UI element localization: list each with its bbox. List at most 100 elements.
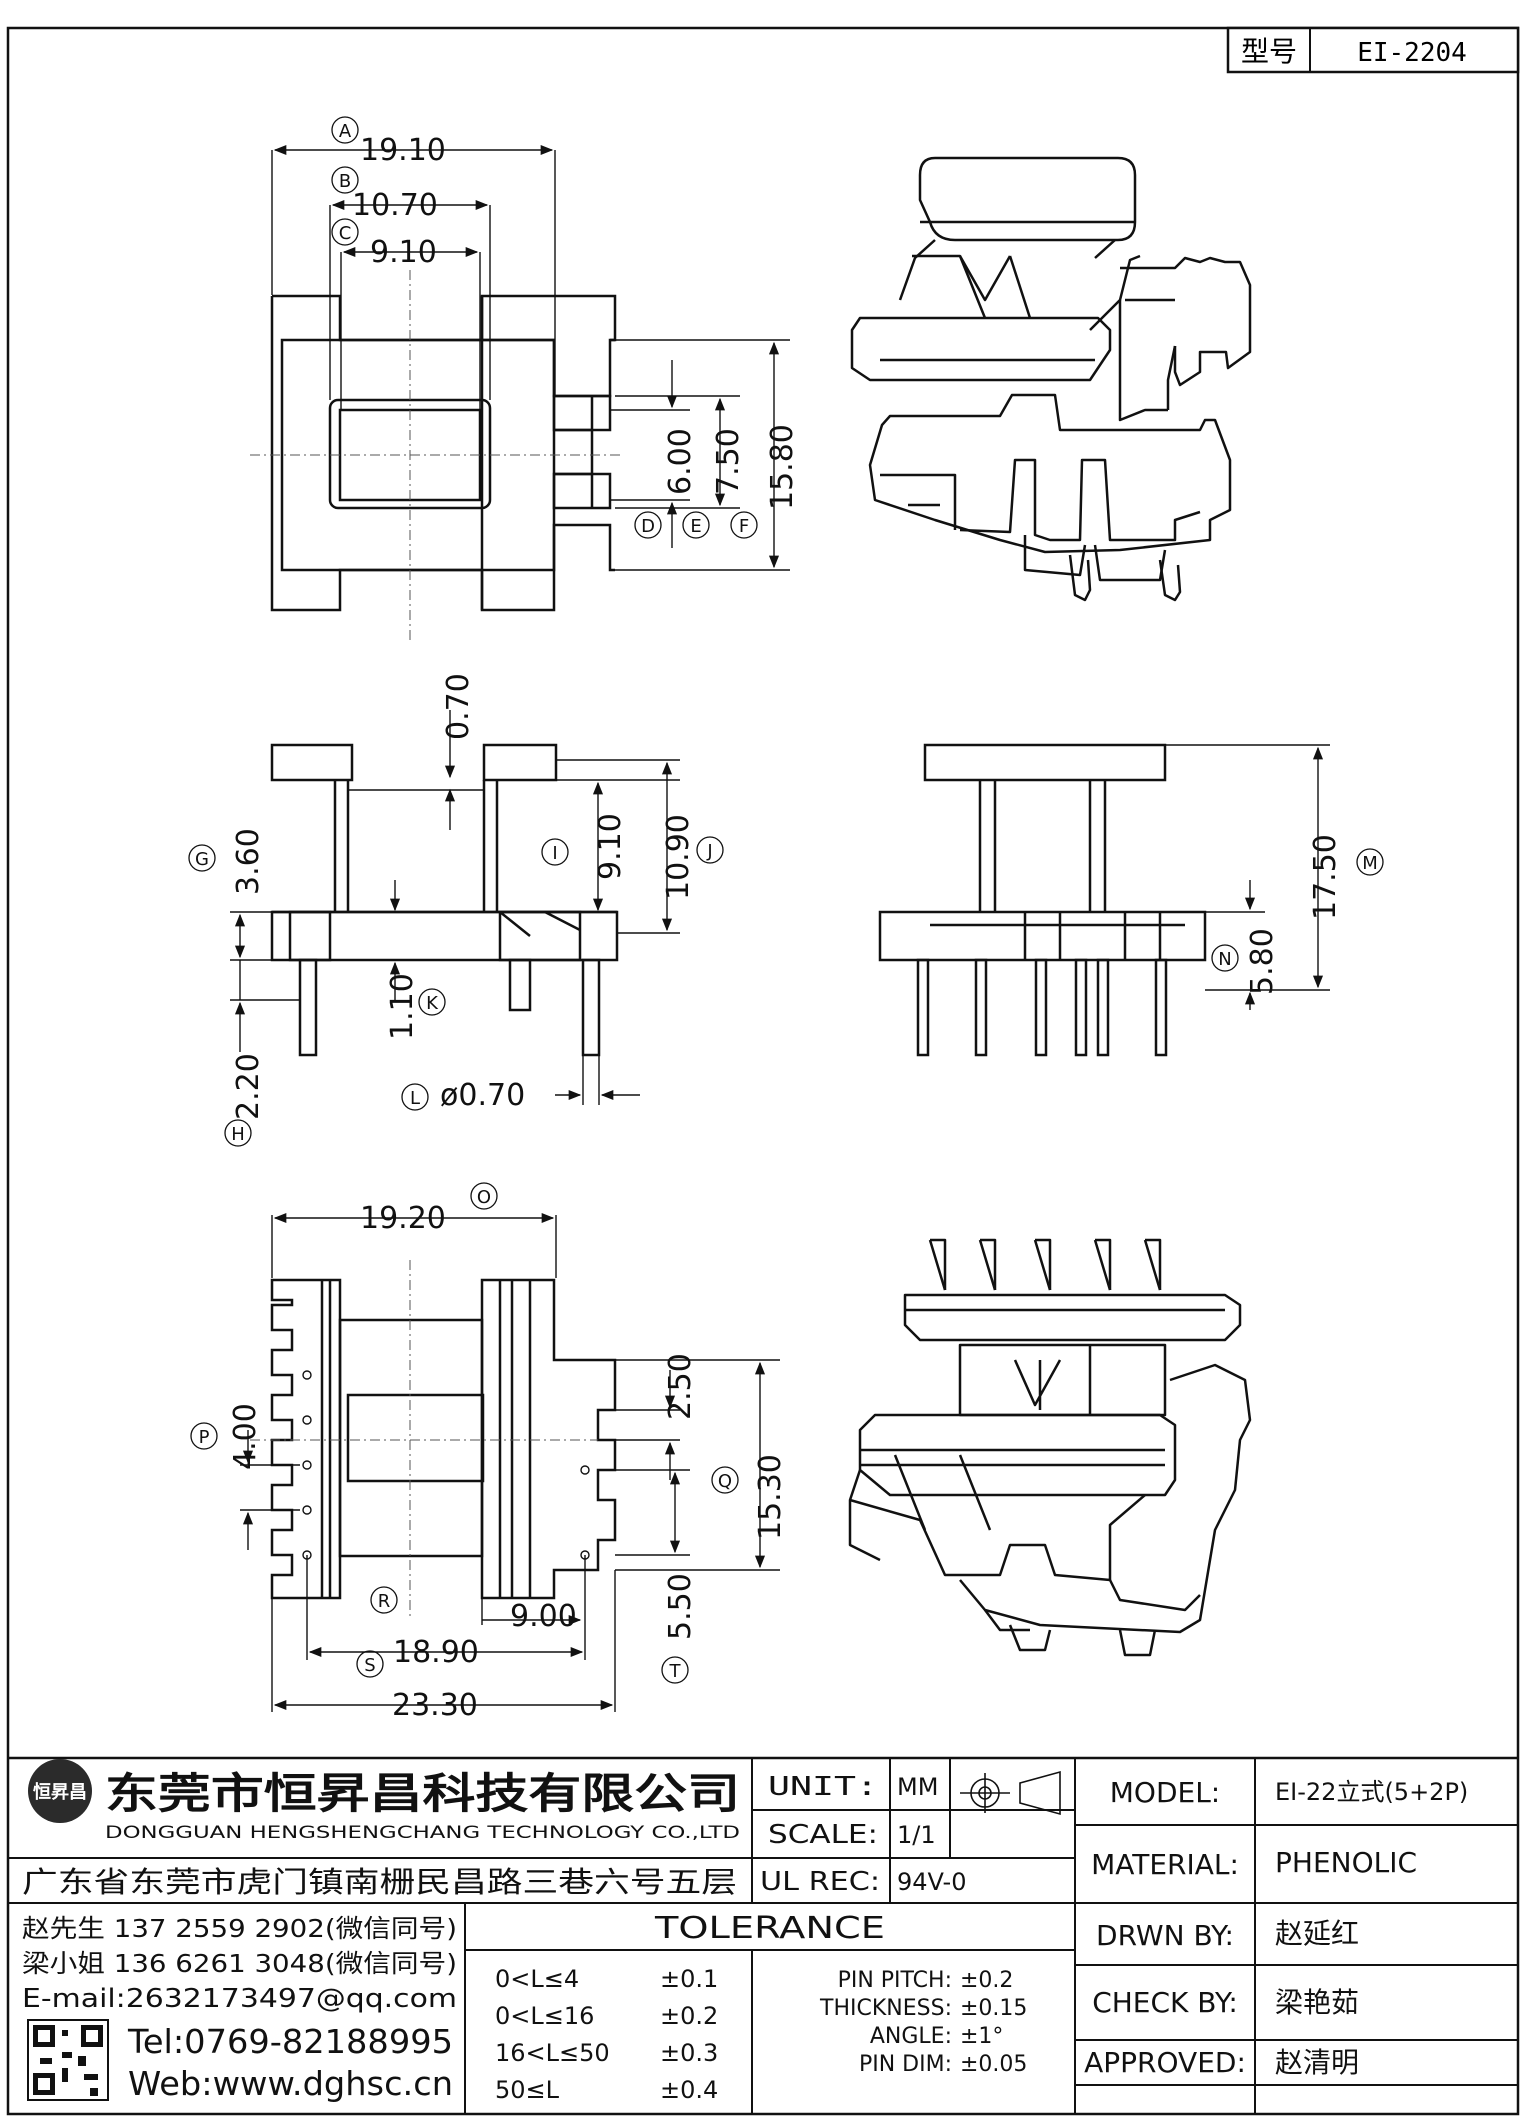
dim-O: 19.20: [360, 1201, 446, 1236]
drawn-value: 赵延红: [1275, 1917, 1359, 1950]
dim-F: 15.80: [765, 424, 800, 510]
dim-M: 17.50: [1308, 834, 1343, 920]
front-view-balloons: G H I J K L: [188, 836, 724, 1147]
company-name-cn: 东莞市恒昇昌科技有限公司: [105, 1769, 740, 1818]
balloon-T: T: [669, 1661, 682, 1682]
tol-range-3: 16<L≤50: [495, 2039, 610, 2067]
check-value: 梁艳茹: [1275, 1986, 1359, 2019]
projection-symbol: [960, 1770, 1061, 1816]
material-value: PHENOLIC: [1275, 1846, 1417, 1879]
dim-S: 23.30: [392, 1688, 478, 1723]
ulrec-label: UL REC:: [760, 1867, 880, 1897]
title-block: [8, 1756, 1518, 2114]
dim-J: 10.90: [661, 814, 696, 900]
dim-top-gap: 0.70: [441, 673, 476, 740]
balloon-G: G: [195, 849, 209, 870]
balloon-P: P: [199, 1427, 210, 1448]
unit-value: MM: [897, 1773, 938, 1801]
contact-2: 梁小姐 136 6261 3048(微信同号): [22, 1949, 457, 1978]
bottom-view-dim-text: 19.20 2.50 15.30 5.50 4.00 9.00 18.90 23…: [228, 1201, 788, 1723]
pin-dim-value: ±0.05: [960, 2052, 1027, 2077]
svg-text:恒昇昌: 恒昇昌: [33, 1781, 87, 1803]
balloon-N: N: [1218, 949, 1231, 970]
bottom-view-centerlines: [250, 1260, 630, 1620]
angle-value: ±1°: [960, 2024, 1003, 2049]
dim-C: 9.10: [370, 235, 437, 270]
pin-pitch-value: ±0.2: [960, 1968, 1013, 1993]
type-label: 型号: [1241, 35, 1297, 68]
side-view-balloons: M N: [1211, 848, 1384, 972]
top-view: [270, 294, 617, 612]
top-view-dim-text: 19.10 10.70 9.10 6.00 7.50 15.80: [352, 133, 800, 510]
bottom-view: [270, 1278, 617, 1600]
tol-range-4: 50≤L: [495, 2076, 560, 2104]
balloon-D: D: [641, 516, 655, 537]
tol-range-2: 0<L≤16: [495, 2002, 594, 2030]
dim-D: 6.00: [663, 428, 698, 495]
bottom-view-pins: [302, 1370, 590, 1560]
part-number-box: 型号 EI-2204: [1226, 26, 1520, 74]
top-view-balloons: A B C D E F: [331, 116, 758, 539]
side-view-dims: [1165, 744, 1330, 1010]
contact-1: 赵先生 137 2559 2902(微信同号): [22, 1914, 457, 1943]
dim-K: 1.10: [385, 973, 420, 1040]
bottom-view-balloons: O P Q R S T: [190, 1182, 739, 1684]
dim-pitch-top: 2.50: [663, 1353, 698, 1420]
tol-value-4: ±0.4: [660, 2076, 718, 2104]
model-label: MODEL:: [1110, 1776, 1220, 1809]
balloon-R: R: [378, 1591, 391, 1612]
side-view-dim-text: 17.50 5.80: [1245, 834, 1343, 995]
email: E-mail:2632173497@qq.com: [22, 1984, 457, 2014]
balloon-A: A: [339, 121, 352, 142]
dim-R: 18.90: [393, 1635, 479, 1670]
dim-P: 4.00: [228, 1403, 263, 1470]
part-number: EI-2204: [1357, 38, 1467, 68]
approved-label: APPROVED:: [1084, 2046, 1246, 2079]
angle-label: ANGLE:: [870, 2024, 952, 2049]
dim-E: 7.50: [711, 428, 746, 495]
balloon-K: K: [426, 993, 439, 1014]
dim-G: 3.60: [231, 828, 266, 895]
top-view-dims: [271, 144, 790, 571]
iso-view-top: [850, 156, 1252, 602]
balloon-S: S: [364, 1655, 375, 1676]
dim-I: 9.10: [593, 813, 628, 880]
ulrec-value: 94V-0: [897, 1868, 966, 1896]
dim-Q: 15.30: [753, 1454, 788, 1540]
dim-A: 19.10: [360, 133, 446, 168]
balloon-M: M: [1362, 853, 1378, 874]
tol-value-2: ±0.2: [660, 2002, 718, 2030]
pin-dim-label: PIN DIM:: [859, 2052, 952, 2077]
front-view-dim-text: 0.70 9.10 10.90 3.60 1.10 2.20 ø0.70: [231, 673, 696, 1120]
balloon-L: L: [410, 1088, 420, 1109]
balloon-J: J: [706, 841, 712, 862]
pin-tolerances: PIN PITCH: ±0.2 THICKNESS: ±0.15 ANGLE: …: [819, 1968, 1027, 2077]
balloon-B: B: [339, 171, 351, 192]
dim-N: 5.80: [1245, 928, 1280, 995]
top-view-centerlines: [250, 270, 620, 640]
info-block: MODEL: EI-22立式(5+2P) MATERIAL: PHENOLIC …: [1084, 1776, 1468, 2079]
sheet-border: [6, 26, 1520, 2116]
company-name-en: DONGGUAN HENGSHENGCHANG TECHNOLOGY CO.,L…: [105, 1823, 740, 1843]
balloon-O: O: [477, 1187, 491, 1208]
approved-value: 赵清明: [1275, 2046, 1359, 2079]
tol-value-1: ±0.1: [660, 1965, 718, 1993]
telephone: Tel:0769-82188995: [127, 2022, 453, 2061]
pin-pitch-label: PIN PITCH:: [838, 1968, 952, 1993]
scale-value: 1/1: [897, 1821, 936, 1849]
dim-H: 2.20: [231, 1053, 266, 1120]
balloon-C: C: [339, 223, 352, 244]
thickness-label: THICKNESS:: [819, 1996, 952, 2021]
dim-B: 10.70: [352, 188, 438, 223]
thickness-value: ±0.15: [960, 1996, 1027, 2021]
drawn-label: DRWN BY:: [1096, 1919, 1234, 1952]
side-view: [878, 743, 1207, 1057]
balloon-H: H: [231, 1124, 245, 1145]
unit-label: UNIT:: [768, 1772, 878, 1802]
company-address: 广东省东莞市虎门镇南栅民昌路三巷六号五层: [22, 1865, 737, 1899]
front-view: [270, 743, 619, 1057]
dim-bottom-pitch: 9.00: [510, 1599, 577, 1634]
qr-code: [27, 2019, 109, 2101]
tolerance-table: 0<L≤4 ±0.1 0<L≤16 ±0.2 16<L≤50 ±0.3 50≤L…: [495, 1965, 718, 2104]
